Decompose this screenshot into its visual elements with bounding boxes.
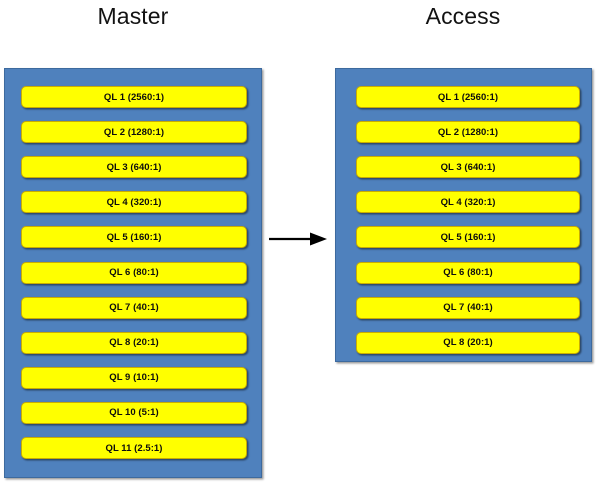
ql-chip[interactable]: QL 2 (1280:1) [21,121,247,144]
ql-chip-label: QL 4 (320:1) [106,196,162,208]
ql-chip-label: QL 5 (160:1) [440,231,496,243]
column-title-access: Access [425,3,501,29]
ql-chip[interactable]: QL 6 (80:1) [356,261,580,284]
ql-chip[interactable]: QL 8 (20:1) [21,331,247,354]
ql-chip[interactable]: QL 4 (320:1) [356,191,580,214]
ql-chip-label: QL 1 (2560:1) [103,91,165,103]
ql-chip[interactable]: QL 10 (5:1) [21,401,247,424]
ql-chip-label: QL 2 (1280:1) [103,126,165,138]
ql-chip[interactable]: QL 1 (2560:1) [21,86,247,108]
access-panel: QL 1 (2560:1) QL 2 (1280:1) QL 3 (640:1) QL… [335,68,592,362]
ql-chip-label: QL 6 (80:1) [109,267,159,278]
ql-chip[interactable]: QL 7 (40:1) [356,296,580,319]
ql-chip[interactable]: QL 7 (40:1) [21,296,247,319]
ql-chip-label: QL 5 (160:1) [106,231,162,243]
ql-chip-label: QL 7 (40:1) [109,302,159,314]
ql-chip[interactable]: QL 5 (160:1) [21,226,247,249]
right-arrow-icon [269,232,327,246]
ql-chip-label: QL 7 (40:1) [443,302,493,314]
ql-chip[interactable]: QL 3 (640:1) [21,156,247,179]
ql-chip-label: QL 8 (20:1) [443,337,493,349]
ql-chip[interactable]: QL 3 (640:1) [356,156,580,179]
ql-chip[interactable]: QL 2 (1280:1) [356,121,580,144]
ql-chip[interactable]: QL 8 (20:1) [356,331,580,354]
ql-chip-label: QL 2 (1280:1) [437,126,499,138]
ql-chip[interactable]: QL 1 (2560:1) [356,86,580,108]
ql-chip[interactable]: QL 11 (2.5:1) [21,437,247,459]
ql-chip-label: QL 4 (320:1) [440,196,496,208]
master-panel: QL 1 (2560:1) QL 2 (1280:1) QL 3 (640:1) QL… [4,68,262,478]
column-title-master: Master [97,3,169,29]
ql-chip[interactable]: QL 4 (320:1) [21,191,247,214]
ql-chip[interactable]: QL 9 (10:1) [21,366,247,389]
ql-chip[interactable]: QL 6 (80:1) [21,261,247,284]
ql-chip-label: QL 3 (640:1) [440,161,496,173]
ql-chip-label: QL 10 (5:1) [109,407,159,419]
ql-chip-label: QL 6 (80:1) [443,267,493,278]
ql-chip-label: QL 1 (2560:1) [437,91,499,103]
ql-chip-label: QL 8 (20:1) [109,337,159,349]
ql-chip-label: QL 3 (640:1) [106,161,162,173]
ql-chip-label: QL 11 (2.5:1) [105,442,163,454]
ql-chip-label: QL 9 (10:1) [109,372,159,384]
ql-chip[interactable]: QL 5 (160:1) [356,226,580,249]
